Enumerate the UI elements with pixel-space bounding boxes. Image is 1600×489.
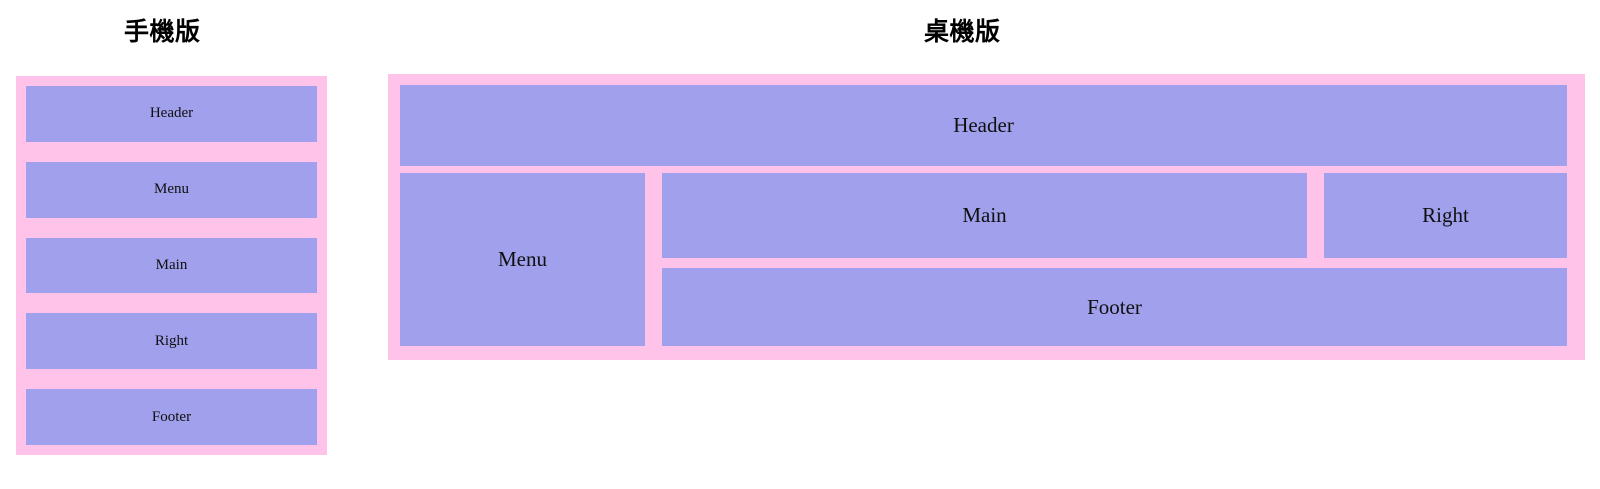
desktop-cell-main: Main [662, 173, 1307, 258]
mobile-cell-right: Right [26, 313, 317, 370]
desktop-layout-title: 桌機版 [924, 17, 1001, 46]
mobile-layout-title: 手機版 [124, 17, 201, 46]
desktop-cell-main-label: Main [962, 203, 1007, 227]
mobile-cell-footer: Footer [26, 389, 317, 445]
desktop-cell-footer: Footer [662, 268, 1567, 346]
desktop-cell-footer-label: Footer [1087, 294, 1142, 319]
mobile-cell-menu-label: Menu [154, 181, 189, 198]
mobile-cell-header: Header [26, 86, 317, 142]
mobile-cell-header-label: Header [149, 105, 194, 122]
desktop-cell-right: Right [1324, 173, 1567, 258]
desktop-cell-menu: Menu [400, 173, 645, 346]
desktop-layout-wireframe: Header Menu Main Right Footer [388, 74, 1585, 360]
mobile-layout-wireframe: Header Menu Main Right Footer [16, 76, 327, 455]
mobile-cell-menu: Menu [26, 161, 317, 218]
mobile-cell-right-label: Right [154, 332, 189, 349]
desktop-cell-header: Header [400, 85, 1567, 166]
mobile-cell-footer-label: Footer [151, 408, 192, 425]
desktop-cell-header-label: Header [953, 113, 1014, 137]
desktop-cell-menu-label: Menu [498, 247, 547, 271]
mobile-cell-main-label: Main [155, 256, 188, 273]
desktop-cell-right-label: Right [1422, 203, 1469, 227]
mobile-cell-main: Main [26, 237, 317, 294]
